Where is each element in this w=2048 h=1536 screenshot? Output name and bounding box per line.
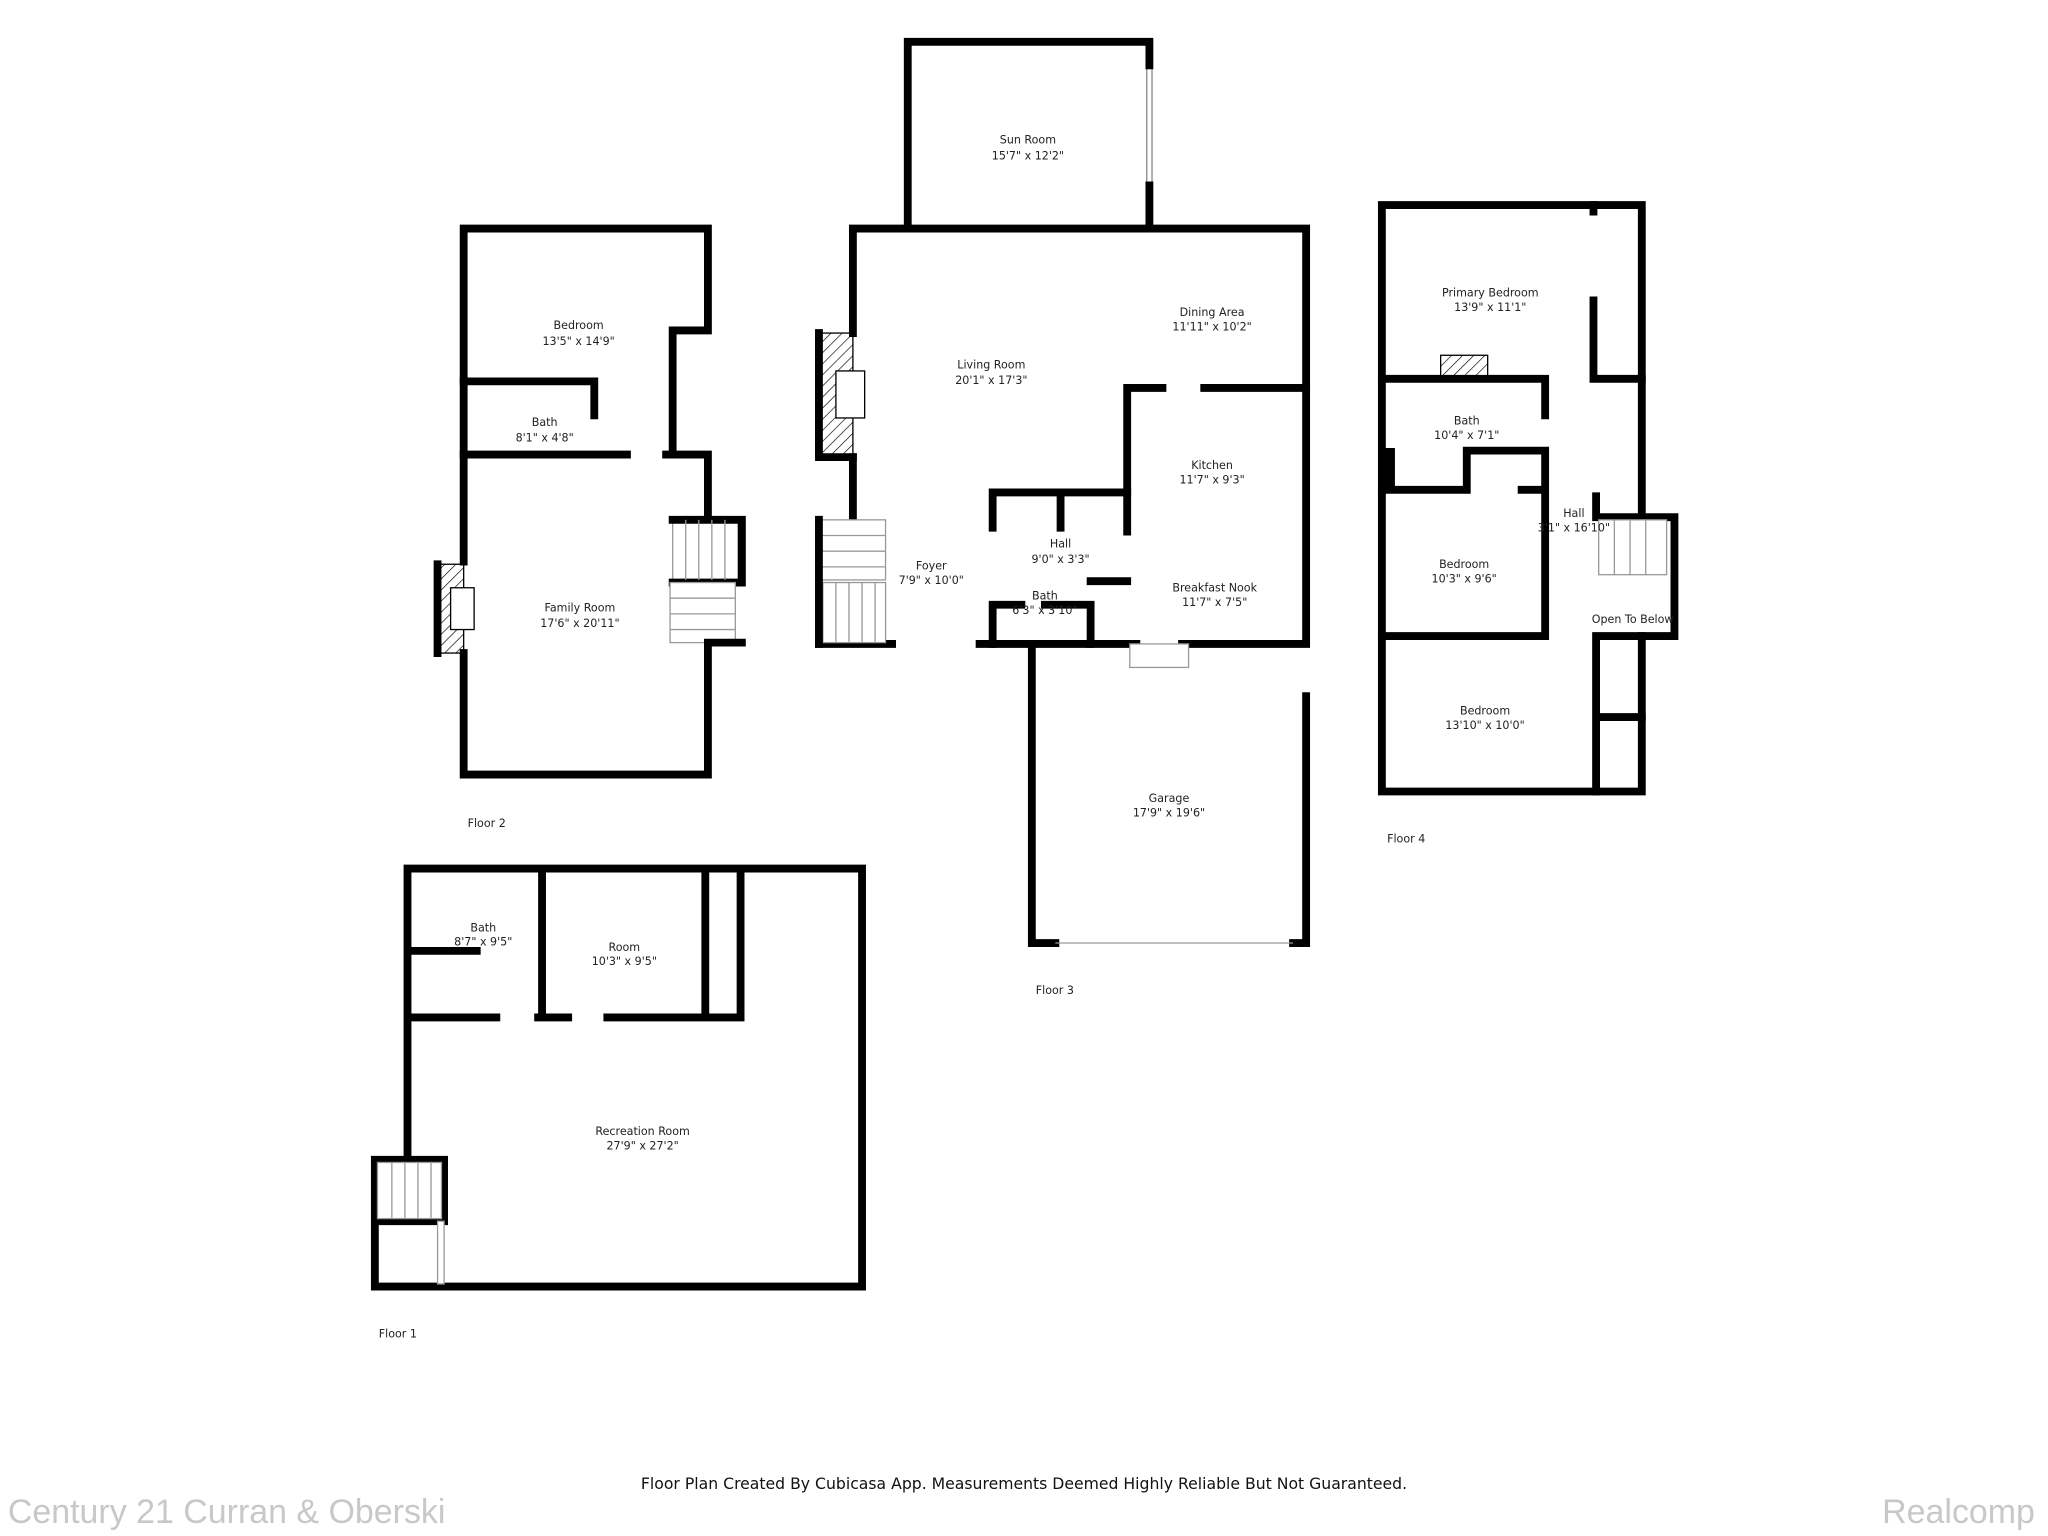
room-name: Foyer — [916, 559, 947, 572]
room-dimensions: 8'1" x 4'8" — [516, 431, 574, 444]
room-dimensions: 9'0" x 3'3" — [1031, 553, 1089, 566]
room-name: Breakfast Nook — [1172, 582, 1257, 595]
room-dimensions: 17'9" x 19'6" — [1133, 806, 1205, 819]
room-name: Garage — [1149, 792, 1190, 805]
room-name: Bedroom — [554, 319, 604, 332]
room-name: Bath — [470, 921, 496, 934]
room-dimensions: 13'9" x 11'1" — [1454, 301, 1526, 314]
room-dimensions: 13'5" x 14'9" — [542, 335, 614, 348]
room-dimensions: 27'9" x 27'2" — [606, 1139, 678, 1152]
room-name: Living Room — [957, 358, 1025, 371]
disclaimer: Floor Plan Created By Cubicasa App. Meas… — [641, 1474, 1407, 1493]
room-name: Open To Below — [1592, 613, 1674, 626]
room-dimensions: 11'7" x 9'3" — [1179, 473, 1244, 486]
room-name: Family Room — [545, 601, 616, 614]
brokerage-watermark: Century 21 Curran & Oberski — [8, 1493, 446, 1531]
floor-label: Floor 4 — [1387, 832, 1425, 845]
room-dimensions: 10'3" x 9'6" — [1432, 573, 1497, 586]
room-name: Hall — [1050, 537, 1071, 550]
floor-2-plan: Bedroom 13'5" x 14'9" Bath 8'1" x 4'8" F… — [433, 224, 746, 830]
room-name: Bath — [1032, 590, 1058, 603]
room-dimensions: 6'3" x 3'10" — [1012, 604, 1077, 617]
room-name: Recreation Room — [595, 1125, 689, 1138]
room-name: Bedroom — [1439, 558, 1489, 571]
room-dimensions: 7'9" x 10'0" — [899, 574, 964, 587]
floor-4-plan: Primary Bedroom 13'9" x 11'1" Bath 10'4"… — [1377, 201, 1679, 845]
floor-label: Floor 2 — [468, 817, 506, 830]
room-name: Kitchen — [1191, 459, 1233, 472]
floor-label: Floor 3 — [1036, 984, 1074, 997]
room-name: Hall — [1563, 507, 1584, 520]
room-dimensions: 20'1" x 17'3" — [955, 374, 1027, 387]
room-name: Room — [609, 941, 641, 954]
room-dimensions: 10'4" x 7'1" — [1434, 429, 1499, 442]
floor-1-plan: Bath 8'7" x 9'5" Room 10'3" x 9'5" Recre… — [370, 864, 866, 1340]
room-name: Sun Room — [1000, 134, 1056, 147]
room-dimensions: 15'7" x 12'2" — [992, 149, 1064, 162]
room-name: Bath — [532, 416, 558, 429]
room-dimensions: 3'1" x 16'10" — [1538, 522, 1610, 535]
room-name: Dining Area — [1180, 306, 1245, 319]
room-dimensions: 8'7" x 9'5" — [454, 936, 512, 949]
room-name: Primary Bedroom — [1442, 286, 1539, 299]
room-dimensions: 11'11" x 10'2" — [1172, 320, 1251, 333]
room-name: Bath — [1454, 414, 1480, 427]
room-dimensions: 11'7" x 7'5" — [1182, 596, 1247, 609]
floor-label: Floor 1 — [379, 1327, 417, 1340]
room-dimensions: 13'10" x 10'0" — [1445, 719, 1524, 732]
room-dimensions: 17'6" x 20'11" — [540, 617, 619, 630]
room-dimensions: 10'3" x 9'5" — [592, 955, 657, 968]
floor-3-plan: Sun Room 15'7" x 12'2" Living Room 20'1"… — [815, 37, 1311, 997]
room-name: Bedroom — [1460, 704, 1510, 717]
realcomp-watermark: Realcomp — [1882, 1493, 2035, 1531]
